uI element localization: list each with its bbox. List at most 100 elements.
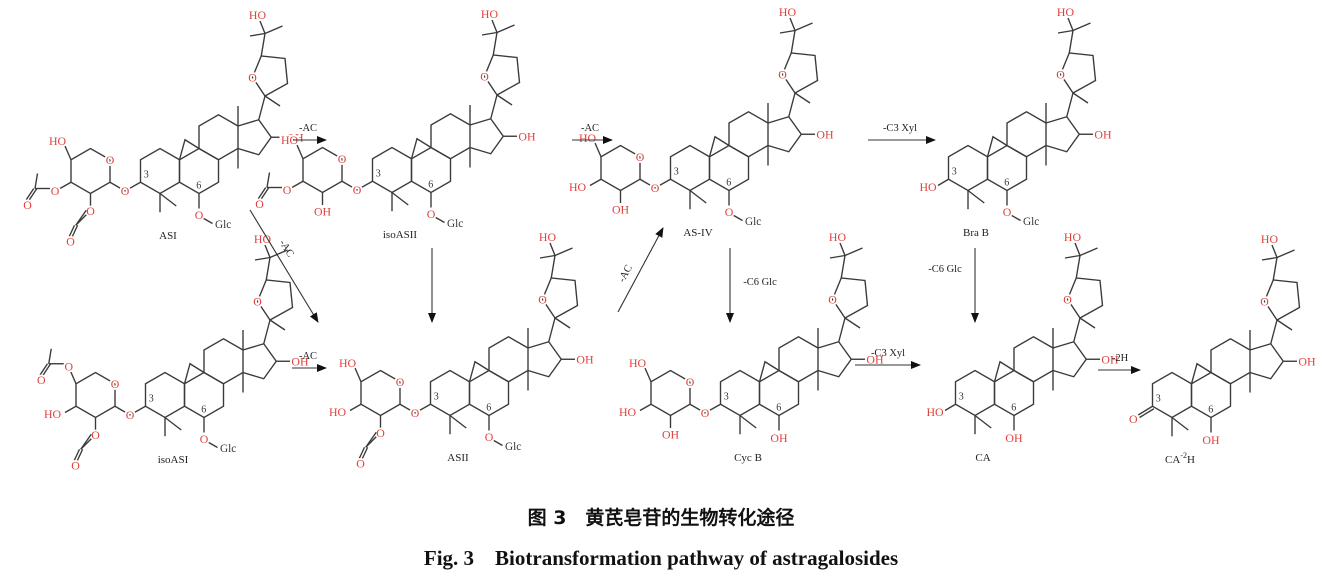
c16-hydroxyl: OH (518, 129, 536, 143)
methyl (1072, 22, 1091, 32)
compound-name: Bra B (963, 227, 989, 239)
bond (69, 369, 77, 385)
sugar-hydroxyl: HO (619, 405, 637, 419)
bond (208, 441, 218, 449)
methyl (1261, 256, 1278, 261)
sugar-hydroxyl: HO (629, 356, 647, 370)
sugar-hydroxyl: HO (329, 405, 347, 419)
side-chain (1073, 317, 1081, 342)
glycosidic-bond (341, 180, 373, 191)
position-6-label: 6 (776, 403, 781, 414)
glycosidic-bond (639, 178, 671, 189)
tetrahydrofuran-ring (1059, 52, 1097, 94)
reaction-arrow (249, 209, 319, 323)
methyl (844, 317, 861, 329)
arrow-cyc-b-to-ca: -C3 Xyl (855, 348, 921, 369)
c6-hydroxyl: OH (1005, 431, 1023, 445)
arrow-asi-to-isoasii: -AC (293, 123, 327, 144)
c16-hydroxyl: OH (291, 354, 309, 368)
position-3-label: 3 (674, 166, 679, 177)
methyl (159, 192, 177, 207)
bond (644, 367, 652, 383)
ring-c (728, 110, 769, 158)
c6-hydroxyl: OH (1202, 433, 1220, 447)
bond (259, 20, 266, 34)
ring-d (1045, 115, 1081, 153)
bond (260, 33, 266, 57)
sugar-ring-oxygen: O (106, 153, 115, 167)
methyl (449, 414, 467, 429)
position-6-label: 6 (486, 403, 491, 414)
carbonyl-oxygen: O (66, 235, 75, 249)
carbonyl-oxygen: O (71, 459, 80, 473)
cyclopropane (468, 360, 490, 382)
reaction-label: -C3 Xyl (871, 348, 905, 359)
carbonyl-bond (1139, 408, 1155, 419)
methyl (481, 31, 498, 36)
glucose-label: Glc (745, 216, 761, 228)
bond (594, 142, 602, 158)
acetoxy-oxygen: O (91, 428, 100, 442)
c3-ketone-oxygen: O (1129, 412, 1138, 426)
ring-d (237, 118, 273, 156)
c16-hydroxyl: OH (1101, 352, 1119, 366)
compound-name: ASI (159, 230, 177, 242)
methyl (554, 317, 571, 329)
methyl (496, 24, 515, 34)
methyl (974, 414, 992, 429)
c16-hydroxyl: OH (1094, 127, 1112, 141)
bond (1074, 242, 1081, 256)
carbonyl-bond (361, 446, 369, 459)
c16-hydroxyl: OH (1298, 354, 1316, 368)
hydroxyl: HO (779, 5, 797, 19)
methyl-bond (266, 172, 271, 188)
ring-oxygen: O (778, 67, 787, 81)
bond (265, 257, 271, 281)
methyl (249, 32, 266, 37)
carbonyl-bond (257, 187, 267, 200)
position-6-label: 6 (428, 180, 433, 191)
methyl (391, 191, 409, 206)
bond (264, 244, 271, 258)
carbonyl-bond (28, 188, 38, 201)
position-6-label: 6 (726, 178, 731, 189)
arrow-as-iv-to-cyc-b: -C6 Glc (726, 248, 777, 323)
carbonyl-bond (39, 363, 49, 376)
side-chain (838, 317, 846, 342)
glycosidic-bond (114, 405, 146, 416)
ring-oxygen: O (480, 69, 489, 83)
side-chain (788, 92, 796, 117)
sugar-ring (70, 147, 111, 195)
hydroxyl: HO (249, 8, 267, 22)
bond (639, 403, 652, 412)
methyl-bond (75, 209, 87, 226)
tetrahydrofuran-ring (541, 277, 579, 319)
cyclopropane (1190, 362, 1212, 384)
cyclopropane (183, 362, 205, 384)
reaction-label: -C6 Glc (928, 264, 962, 275)
position-6-label: 6 (1004, 178, 1009, 189)
cyclopropane (410, 137, 432, 159)
ring-c (1210, 337, 1251, 385)
methyl (829, 254, 846, 259)
methyl (779, 29, 796, 34)
carbonyl-bond (260, 187, 270, 200)
sugar-ring (650, 369, 691, 417)
glycosidic-oxygen: O (701, 406, 710, 420)
ring-d (1052, 340, 1088, 378)
ring-oxygen: O (248, 70, 257, 84)
tetrahydrofuran-ring (256, 279, 294, 321)
bond (492, 32, 498, 56)
methyl (794, 22, 813, 32)
ring-d (242, 342, 278, 380)
ring-c (778, 335, 819, 383)
